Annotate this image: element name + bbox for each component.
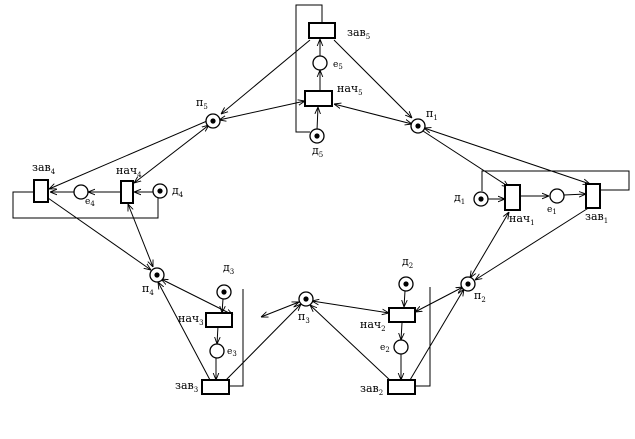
token-p1 — [415, 123, 421, 129]
arc-d5-nach5 — [317, 107, 318, 131]
loop-3 — [230, 289, 244, 387]
token-p2 — [465, 281, 471, 287]
token-p3 — [303, 296, 309, 302]
label-p3: п3 — [298, 310, 310, 325]
arc-zav1-p2 — [475, 206, 591, 280]
arc-d2-nach2 — [404, 290, 405, 307]
transitions — [33, 22, 601, 395]
label-zav3: зав3 — [175, 379, 198, 394]
arc-zav2-p3 — [310, 305, 394, 384]
token-d4 — [157, 188, 163, 194]
token-d3 — [221, 289, 227, 295]
loop-5 — [295, 4, 323, 133]
label-nach5: нач5 — [337, 82, 363, 97]
tokens — [154, 118, 484, 302]
transition-nach4 — [120, 180, 134, 204]
place-e3 — [209, 343, 225, 359]
transition-nach1 — [504, 184, 521, 211]
arc-p1-nach5 — [334, 104, 412, 124]
token-d1 — [478, 196, 484, 202]
places — [73, 55, 565, 359]
transition-zav5 — [308, 22, 336, 39]
arcs — [12, 4, 630, 387]
transition-zav2 — [387, 379, 416, 395]
label-nach2: нач2 — [360, 318, 386, 333]
arc-p5-nach5 — [219, 101, 305, 120]
label-zav1: зав1 — [585, 210, 608, 225]
label-zav4: зав4 — [32, 161, 56, 176]
label-p1: п1 — [426, 107, 438, 122]
label-d3: д3 — [223, 261, 234, 276]
label-e5: е5 — [333, 60, 343, 71]
label-e1: е1 — [547, 205, 557, 216]
arc-zav4-p4 — [47, 197, 151, 270]
arc-p2-nach1 — [470, 212, 509, 278]
place-e1 — [549, 188, 565, 204]
arc-zav5-p1 — [333, 39, 412, 118]
arc-e1-zav1 — [563, 194, 586, 195]
arc-zav3-p4 — [158, 282, 211, 381]
arc-p5-nach4 — [134, 125, 209, 183]
token-p5 — [210, 118, 216, 124]
label-e3: е3 — [227, 347, 237, 358]
transition-nach2 — [388, 307, 416, 323]
label-nach4: нач4 — [116, 164, 142, 179]
transition-zav1 — [585, 183, 601, 209]
label-d1: д1 — [454, 191, 465, 206]
arc-p1-zav1 — [424, 128, 590, 184]
label-nach1: нач1 — [509, 212, 535, 227]
loop-4 — [12, 191, 159, 219]
arc-p5-zav4 — [49, 120, 208, 189]
loop-2 — [415, 287, 431, 387]
arc-p3-nach3 — [261, 302, 299, 317]
transition-zav3 — [201, 379, 230, 395]
place-e2 — [393, 339, 409, 355]
place-e5 — [312, 55, 328, 71]
arc-zav2-p2 — [409, 289, 464, 381]
arc-nach4-p4 — [128, 204, 153, 267]
place-e4 — [73, 184, 89, 200]
label-zav2: зав2 — [360, 382, 383, 397]
label-e4: е4 — [85, 197, 95, 208]
arc-p1-nach1 — [422, 130, 509, 187]
arc-zav3-p3 — [224, 304, 301, 382]
label-d5: д5 — [312, 144, 323, 159]
label-d2: д2 — [402, 255, 413, 270]
labels: зав5 е5 нач5 п5 п1 д5 зав4 нач4 д4 е4 д1… — [32, 26, 608, 397]
label-nach3: нач3 — [178, 312, 204, 327]
label-p2: п2 — [474, 289, 486, 304]
token-d2 — [403, 281, 409, 287]
arc-p3-nach2 — [312, 301, 389, 313]
transition-zav4 — [33, 179, 49, 203]
arc-p2-nach2 — [415, 287, 463, 312]
label-d4: д4 — [172, 184, 184, 199]
label-p5: п5 — [196, 96, 208, 111]
label-e2: е2 — [380, 343, 390, 354]
transition-nach5 — [304, 90, 333, 107]
label-zav5: зав5 — [347, 26, 370, 41]
transition-nach3 — [205, 312, 233, 328]
arc-nach2-e2 — [401, 322, 402, 340]
arc-nach3-e3 — [217, 325, 218, 344]
arc-d3-nach3 — [222, 298, 223, 313]
token-p4 — [154, 272, 160, 278]
token-d5 — [314, 133, 320, 139]
label-p4: п4 — [142, 282, 154, 297]
